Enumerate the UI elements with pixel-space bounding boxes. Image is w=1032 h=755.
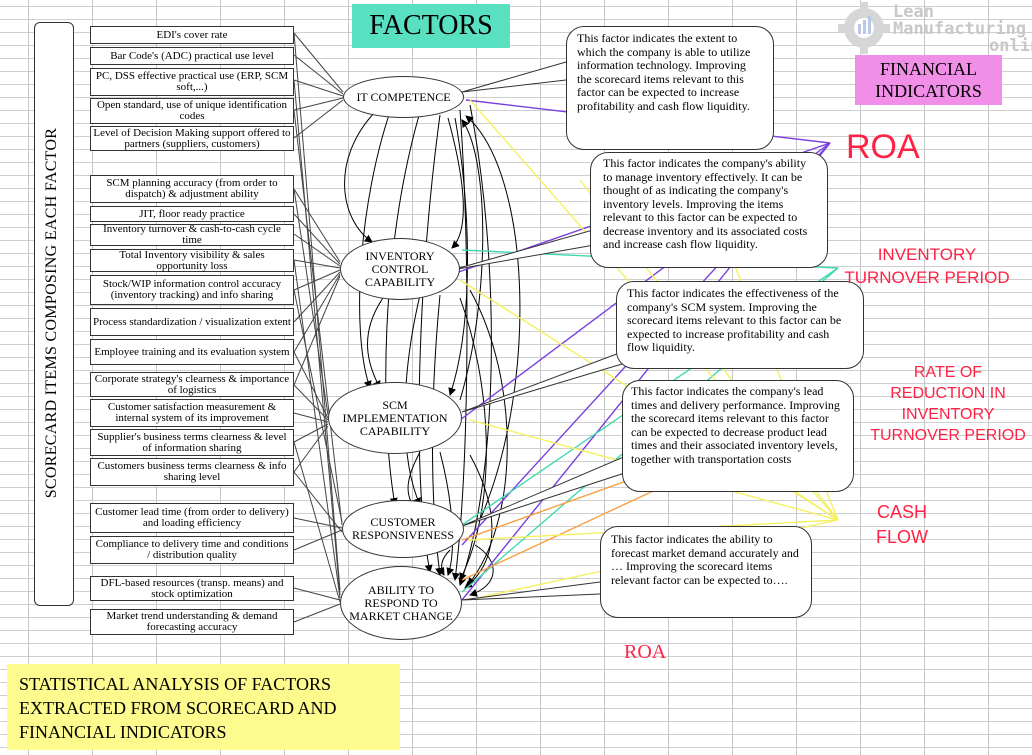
factor-scm-implementation: SCM IMPLEMENTATION CAPABILITY xyxy=(328,382,462,454)
scorecard-item: Employee training and its evaluation sys… xyxy=(90,339,294,365)
scorecard-item: Market trend understanding & demand fore… xyxy=(90,609,294,635)
scorecard-item: EDI's cover rate xyxy=(90,26,294,44)
factors-title: FACTORS xyxy=(352,4,510,48)
scorecard-scroll xyxy=(34,22,74,606)
scorecard-item: PC, DSS effective practical use (ERP, SC… xyxy=(90,68,294,96)
factor-market-change: ABILITY TO RESPOND TO MARKET CHANGE xyxy=(340,566,462,640)
inventory-turnover-label: INVENTORY TURNOVER PERIOD xyxy=(844,245,1010,287)
factor-inventory-control: INVENTORY CONTROL CAPABILITY xyxy=(340,238,460,300)
scorecard-item: Supplier's business terms clearness & le… xyxy=(90,429,294,456)
rate-reduction-label: RATE OF REDUCTION IN INVENTORY TURNOVER … xyxy=(870,364,1026,444)
scorecard-item: Total Inventory visibility & sales oppor… xyxy=(90,249,294,272)
scorecard-item: Level of Decision Making support offered… xyxy=(90,126,294,151)
scorecard-item: Process standardization / visualization … xyxy=(90,308,294,336)
roa-label: ROA xyxy=(846,128,920,166)
logo-text: LeanManufacturingonline xyxy=(893,4,1032,55)
scorecard-item: Corporate strategy's clearness & importa… xyxy=(90,372,294,397)
callout-scm-implementation: This factor indicates the effectiveness … xyxy=(616,281,864,369)
roa-bottom-label: ROA xyxy=(624,641,667,663)
scorecard-item: Customer lead time (from order to delive… xyxy=(90,503,294,533)
scorecard-item: JIT, floor ready practice xyxy=(90,206,294,222)
gear-icon xyxy=(838,2,890,54)
logo-line-1: Lean xyxy=(893,2,934,22)
cash-flow-label: CASH FLOW xyxy=(876,502,928,547)
scorecard-item: Compliance to delivery time and conditio… xyxy=(90,536,294,564)
scroll-label: SCORECARD ITEMS COMPOSING EACH FACTOR xyxy=(43,127,60,499)
financial-indicators-header: FINANCIAL INDICATORS xyxy=(855,55,1002,105)
factor-it-competence: IT COMPETENCE xyxy=(343,76,464,118)
scorecard-item: Stock/WIP information control accuracy (… xyxy=(90,275,294,305)
logo-line-3: online xyxy=(989,36,1032,56)
scorecard-item: Bar Code's (ADC) practical use level xyxy=(90,47,294,65)
scorecard-item: Customers business terms clearness & inf… xyxy=(90,458,294,486)
logo-line-2: Manufacturing xyxy=(893,19,1027,39)
scorecard-item: DFL-based resources (transp. means) and … xyxy=(90,576,294,601)
scorecard-item: Customer satisfaction measurement & inte… xyxy=(90,399,294,427)
callout-inventory-control: This factor indicates the company's abil… xyxy=(590,152,828,268)
callout-customer-responsiveness: This factor indicates the company's lead… xyxy=(622,380,854,492)
scorecard-item: Open standard, use of unique identificat… xyxy=(90,98,294,124)
statistical-analysis-box: STATISTICAL ANALYSIS OF FACTORS EXTRACTE… xyxy=(7,664,400,750)
callout-market-change: This factor indicates the ability to for… xyxy=(600,526,812,618)
scorecard-item: Inventory turnover & cash-to-cash cycle … xyxy=(90,224,294,246)
callout-it-competence: This factor indicates the extent to whic… xyxy=(566,26,774,150)
factor-customer-responsiveness: CUSTOMER RESPONSIVENESS xyxy=(342,500,464,558)
scorecard-item: SCM planning accuracy (from order to dis… xyxy=(90,175,294,203)
